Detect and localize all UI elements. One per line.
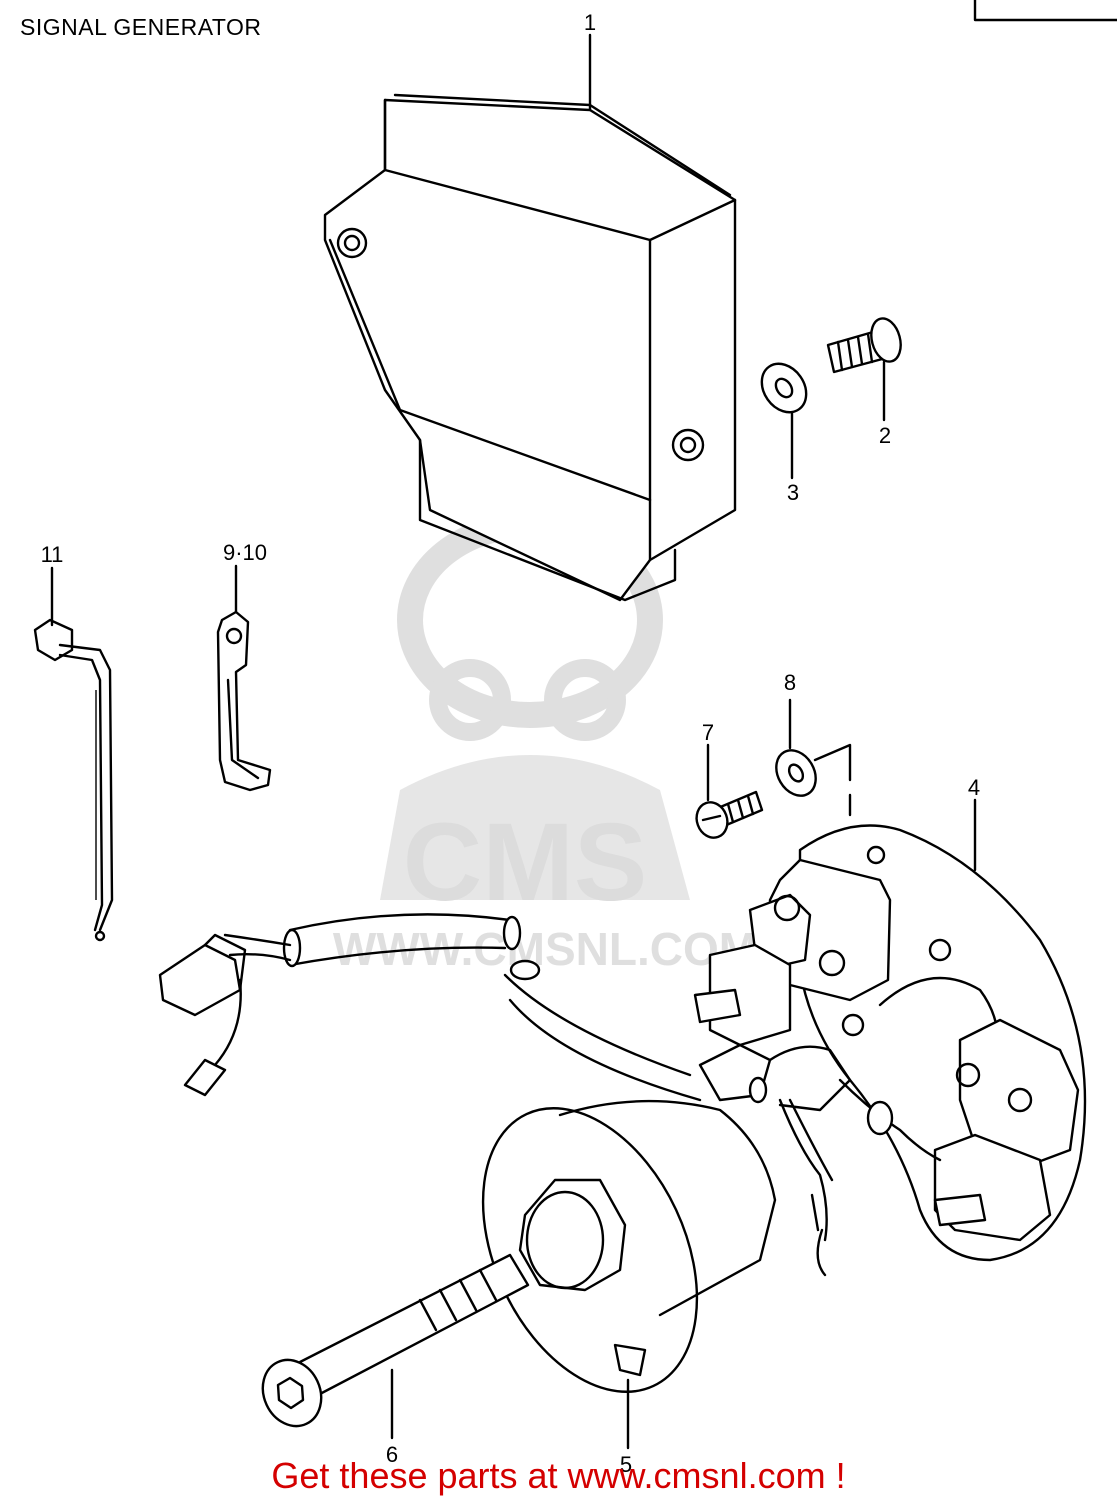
screw-part-2 <box>826 317 902 374</box>
frame-corner-mark <box>973 0 1117 22</box>
footer-link-text: Get these parts at www.cmsnl.com ! <box>271 1455 846 1496</box>
page-title: SIGNAL GENERATOR <box>20 14 262 40</box>
callout-1: 1 <box>584 10 596 35</box>
callout-6: 6 <box>386 1442 398 1467</box>
clamp-part-9-10 <box>216 610 272 792</box>
control-box-part-1 <box>323 93 737 602</box>
bolt-part-6 <box>261 1253 530 1428</box>
watermark-logo-text: CMS <box>403 801 647 924</box>
watermark-url-text: WWW.CMSNL.COM <box>333 923 757 975</box>
callout-5: 5 <box>620 1452 632 1477</box>
callout-4: 4 <box>968 775 980 800</box>
callout-9-10: 9·10 <box>223 540 267 565</box>
washer-part-8 <box>775 749 817 797</box>
wiring-harness <box>158 913 942 1277</box>
screw-part-7 <box>695 790 764 839</box>
cable-tie-part-11 <box>33 618 114 942</box>
base-plate-part-4 <box>693 824 1087 1262</box>
rotor-part-5 <box>481 1099 777 1393</box>
washer-part-3 <box>760 362 808 414</box>
callout-8: 8 <box>784 670 796 695</box>
callout-2: 2 <box>879 423 891 448</box>
watermark-logo: CMS WWW.CMSNL.COM <box>333 512 757 975</box>
callout-7: 7 <box>702 720 714 745</box>
callout-11: 11 <box>41 542 64 567</box>
callout-3: 3 <box>787 480 799 505</box>
